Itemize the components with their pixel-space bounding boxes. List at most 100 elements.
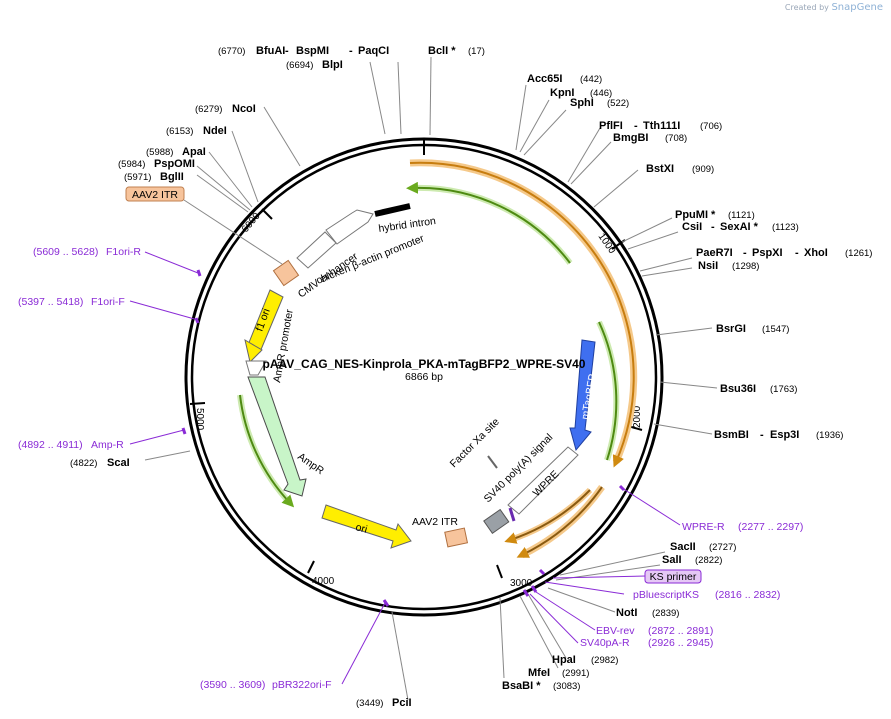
site-kpni: KpnI <box>550 87 574 99</box>
label-factor-xa: Factor Xa site <box>448 416 502 470</box>
sv40-marker <box>508 507 516 522</box>
site-blpi-pos: (6694) <box>286 60 313 71</box>
site-pcii-pos: (3449) <box>356 698 383 709</box>
site-bglii-pos: (5971) <box>124 172 151 183</box>
site-scai: ScaI <box>107 457 130 469</box>
primer-wpre-r: WPRE-R <box>682 521 725 533</box>
primer-labels: (5609 .. 5628) F1ori-R (5397 .. 5418) F1… <box>18 246 803 691</box>
site-bsu36i: Bsu36I <box>720 383 756 395</box>
site-paer7i: PaeR7I <box>696 247 733 259</box>
primer-f1ori-r-range: (5609 .. 5628) <box>33 246 98 258</box>
primer-sv40pa-r-range: (2926 .. 2945) <box>648 637 713 649</box>
hybrid-intron-bar <box>374 203 411 217</box>
site-noti: NotI <box>616 607 637 619</box>
site-bglii: BglII <box>160 171 184 183</box>
site-bstxi-pos: (909) <box>692 164 714 175</box>
site-paqci: PaqCI <box>358 45 389 57</box>
site-xhoi-pos: (1261) <box>845 248 872 259</box>
tick-5000: 5000 <box>194 408 205 431</box>
primer-f1ori-f-range: (5397 .. 5418) <box>18 296 83 308</box>
primer-ebv-rev: EBV-rev <box>596 625 635 637</box>
snapgene-credit: Created by SnapGene <box>785 2 883 13</box>
site-nsii: NsiI <box>698 260 718 272</box>
site-bsabi-pos: (3083) <box>553 681 580 692</box>
separator-dash: - <box>711 221 715 233</box>
separator-dash: - <box>285 45 289 57</box>
cmv-arrow <box>296 231 337 269</box>
site-tth111i-pos: (706) <box>700 121 722 132</box>
site-pspomi-pos: (5984) <box>118 159 145 170</box>
site-sacii: SacII <box>670 541 696 553</box>
label-hybrid-intron: hybrid intron <box>378 215 437 235</box>
site-bcli-pos: (17) <box>468 46 485 57</box>
sv40-box <box>483 508 510 534</box>
site-bspmi: BspMI <box>296 45 329 57</box>
site-ndei: NdeI <box>203 125 227 137</box>
separator-dash: - <box>795 247 799 259</box>
site-bsrgi: BsrGI <box>716 323 746 335</box>
site-bmgbi: BmgBI <box>613 132 648 144</box>
primer-pbluescriptks: pBluescriptKS <box>633 589 699 601</box>
site-bsabi: BsaBI * <box>502 680 541 692</box>
site-bfuai: BfuAI <box>256 45 285 57</box>
site-leader-lines <box>144 56 718 701</box>
site-noti-pos: (2839) <box>652 608 679 619</box>
site-bsu36i-pos: (1763) <box>770 384 797 395</box>
site-sexai-pos: (1123) <box>772 222 799 233</box>
site-ppumi: PpuMI * <box>675 209 716 221</box>
site-bsmbi: BsmBI <box>714 429 749 441</box>
ampr-promoter-arrow <box>245 360 267 376</box>
site-hpai: HpaI <box>552 654 576 666</box>
primer-f1ori-f: F1ori-F <box>91 296 125 308</box>
site-mfei: MfeI <box>528 667 550 679</box>
wpre-arrow <box>507 446 579 515</box>
site-ncoi: NcoI <box>232 103 256 115</box>
primer-sv40pa-r: SV40pA-R <box>580 637 630 649</box>
primer-amp-r: Amp-R <box>91 439 124 451</box>
primer-ks: KS primer <box>650 571 697 583</box>
site-ndei-pos: (6153) <box>166 126 193 137</box>
separator-dash: - <box>634 120 638 132</box>
feature-arcs <box>237 159 638 559</box>
site-mfei-pos: (2991) <box>562 668 589 679</box>
primer-pbluescriptks-range: (2816 .. 2832) <box>715 589 780 601</box>
plasmid-name: pAAV_CAG_NES-Kinprola_PKA-mTagBFP2_WPRE-… <box>263 357 586 371</box>
site-pspxi: PspXI <box>752 247 783 259</box>
aav2-itr-badge <box>125 186 185 202</box>
site-scai-pos: (4822) <box>70 458 97 469</box>
mtagbfp-arrow <box>569 339 596 452</box>
primer-leader-lines <box>129 251 681 685</box>
site-bmgbi-pos: (708) <box>665 133 687 144</box>
site-hpai-pos: (2982) <box>591 655 618 666</box>
tick-4000: 4000 <box>312 576 335 587</box>
site-bfuai-pos: (6770) <box>218 46 245 57</box>
inner-features <box>244 203 596 549</box>
site-bsrgi-pos: (1547) <box>762 324 789 335</box>
primer-ebv-rev-range: (2872 .. 2891) <box>648 625 713 637</box>
primer-wpre-r-range: (2277 .. 2297) <box>738 521 803 533</box>
site-acc65i-pos: (442) <box>580 74 602 85</box>
snapgene-logo: SnapGene <box>831 2 883 13</box>
site-pspomi: PspOMI <box>154 158 195 170</box>
site-xhoi: XhoI <box>804 247 828 259</box>
site-bstxi: BstXI <box>646 163 674 175</box>
site-pflfi: PflFI <box>599 120 623 132</box>
site-sexai: SexAI * <box>720 221 759 233</box>
site-pcii: PciI <box>392 697 412 709</box>
ori-arrow <box>321 504 412 549</box>
label-aav2-itr-right: AAV2 ITR <box>412 516 458 528</box>
site-apai: ApaI <box>182 146 206 158</box>
site-sali-pos: (2822) <box>695 555 722 566</box>
site-sphi: SphI <box>570 97 594 109</box>
aav2-itr-badge-label: AAV2 ITR <box>132 189 178 201</box>
site-ncoi-pos: (6279) <box>195 104 222 115</box>
label-ampr-promoter: AmpR promoter <box>271 308 296 384</box>
site-ppumi-pos: (1121) <box>728 210 755 221</box>
plasmid-size: 6866 bp <box>405 371 443 383</box>
site-esp3i-pos: (1936) <box>816 430 843 441</box>
tick-2000: 2000 <box>632 405 643 428</box>
label-ori: ori <box>354 521 368 536</box>
site-tth111i: Tth111I <box>643 120 680 132</box>
site-sali: SalI <box>662 554 682 566</box>
